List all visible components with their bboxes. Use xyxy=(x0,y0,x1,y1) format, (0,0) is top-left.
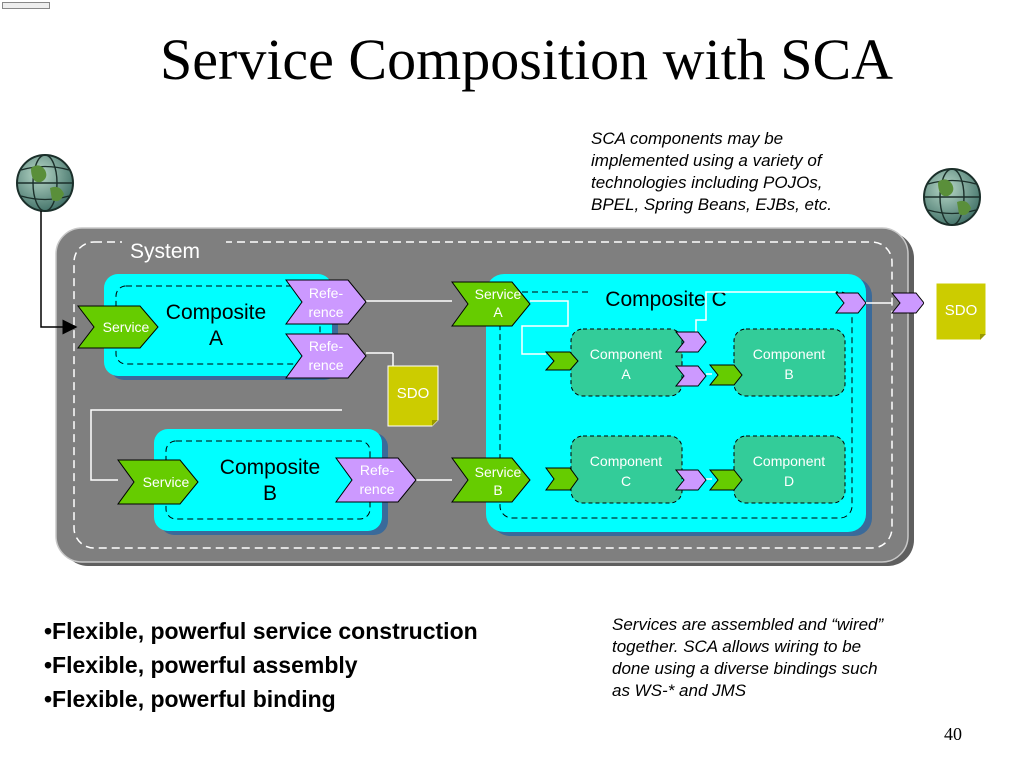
component-a-label-line: A xyxy=(621,366,631,382)
reference-label-line: Refe- xyxy=(309,285,344,301)
system-dashed-border xyxy=(73,241,893,549)
note-bottom-line: Services are assembled and “wired” xyxy=(612,615,884,634)
wires xyxy=(90,300,452,481)
service-b-label-line: Service xyxy=(475,464,522,480)
component-d-label-line: D xyxy=(784,473,794,489)
composite-a-label-line: A xyxy=(209,327,223,350)
service-b-label-line: B xyxy=(493,482,502,498)
reference-composite-b[interactable]: Refe- rence xyxy=(335,457,417,503)
component-c[interactable]: Component C xyxy=(570,435,683,504)
sdo-external[interactable]: SDO xyxy=(935,282,987,341)
note-bottom-line: as WS-* and JMS xyxy=(612,681,747,700)
sdo-label: SDO xyxy=(945,302,978,319)
service-a-composite-a[interactable]: Service xyxy=(76,305,159,349)
component-service-chevrons xyxy=(544,351,743,491)
component-c-label-line: Component xyxy=(590,453,662,469)
composite-c-label: Composite C xyxy=(605,288,726,311)
system-label-bg xyxy=(122,236,226,264)
reference-label-line: Refe- xyxy=(309,338,344,354)
system-label: System xyxy=(130,240,200,263)
reference-label-line: rence xyxy=(308,304,343,320)
note-bottom-line: done using a diverse bindings such xyxy=(612,659,878,678)
page-number: 40 xyxy=(944,724,962,744)
component-a[interactable]: Component A xyxy=(570,328,683,397)
component-d-label-line: Component xyxy=(753,453,825,469)
service-label: Service xyxy=(103,319,150,335)
component-b-label-line: B xyxy=(784,366,793,382)
bullet-item: •Flexible, powerful service construction xyxy=(44,618,478,644)
service-b-composite-c[interactable]: Service B xyxy=(451,457,531,503)
note-top-line: technologies including POJOs, xyxy=(591,173,823,192)
reference-label-line: Refe- xyxy=(360,462,395,478)
bullet-list: •Flexible, powerful service construction… xyxy=(44,614,478,716)
note-top-line: SCA components may be xyxy=(591,129,784,148)
composite-a[interactable]: Composite A xyxy=(104,274,338,380)
service-label: Service xyxy=(143,474,190,490)
component-b[interactable]: Component B xyxy=(733,328,846,397)
slide-title: Service Composition with SCA xyxy=(160,27,894,92)
note-bottom-line: together. SCA allows wiring to be xyxy=(612,637,862,656)
note-top-line: implemented using a variety of xyxy=(591,151,822,170)
component-c-label-line: C xyxy=(621,473,631,489)
composite-a-label-line: Composite xyxy=(166,301,266,324)
service-composite-b[interactable]: Service xyxy=(117,459,199,505)
composite-b[interactable]: Composite B xyxy=(154,429,388,535)
incoming-link-arrow xyxy=(40,211,78,335)
component-b-label-line: Component xyxy=(753,346,825,362)
service-a-label-line: Service xyxy=(475,286,522,302)
sdo-internal[interactable]: SDO xyxy=(387,365,439,427)
reference-1-composite-a[interactable]: Refe- rence xyxy=(285,279,367,325)
internal-wires xyxy=(521,291,836,480)
note-top: SCA components may be implemented using … xyxy=(591,128,832,216)
note-top-line: BPEL, Spring Beans, EJBs, etc. xyxy=(591,195,832,214)
reference-label-line: rence xyxy=(308,357,343,373)
sdo-label: SDO xyxy=(397,385,430,402)
bullet-item: •Flexible, powerful assembly xyxy=(44,652,358,678)
note-bottom: Services are assembled and “wired” toget… xyxy=(612,614,883,702)
bullet-item: •Flexible, powerful binding xyxy=(44,686,336,712)
composite-b-label-line: Composite xyxy=(220,456,320,479)
reference-label-line: rence xyxy=(359,481,394,497)
reference-2-composite-a[interactable]: Refe- rence xyxy=(285,333,367,379)
composite-b-label-line: B xyxy=(263,482,277,505)
service-a-label-line: A xyxy=(493,304,503,320)
globe-icon xyxy=(16,154,74,212)
globe-icon xyxy=(923,168,981,226)
service-a-composite-c[interactable]: Service A xyxy=(451,281,531,327)
component-a-label-line: Component xyxy=(590,346,662,362)
component-reference-chevrons xyxy=(674,292,925,491)
corner-marker xyxy=(2,2,50,9)
component-d[interactable]: Component D xyxy=(733,435,846,504)
